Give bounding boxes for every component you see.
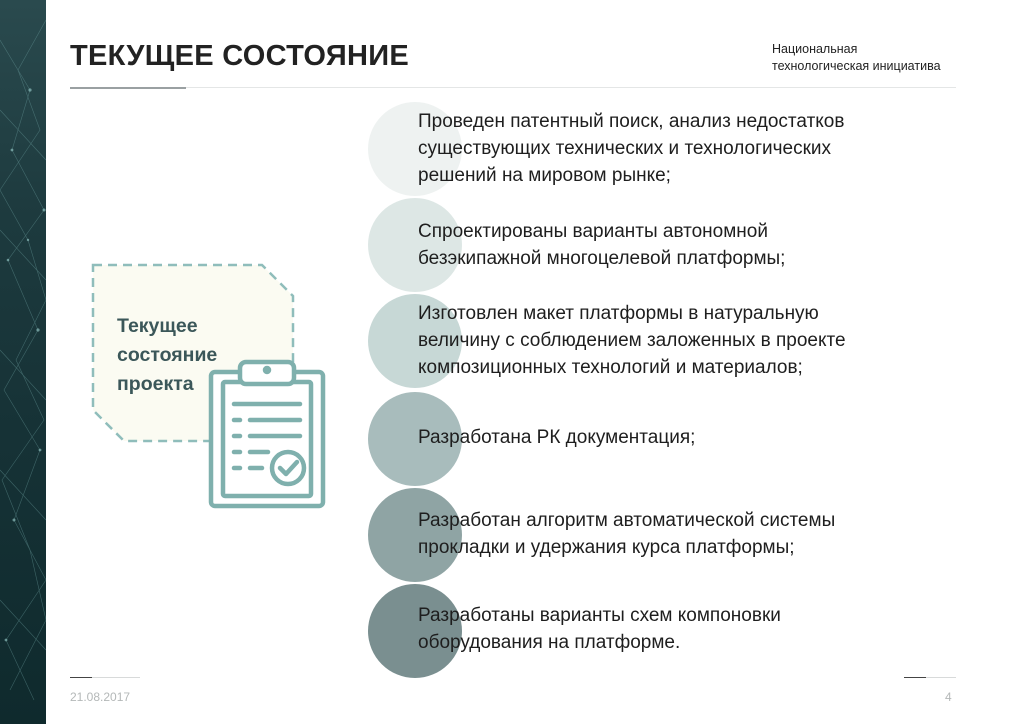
note-label: Текущее состояние проекта xyxy=(117,312,217,399)
title-underline xyxy=(70,87,186,89)
status-circle xyxy=(368,584,462,678)
status-item-line: решений на мировом рынке; xyxy=(418,165,671,186)
status-item-text: Проведен патентный поиск, анализ недоста… xyxy=(418,108,958,189)
status-item-line: Разработана РК документация; xyxy=(418,427,696,448)
page-title: ТЕКУЩЕЕ СОСТОЯНИЕ xyxy=(70,40,410,72)
status-circle xyxy=(368,488,462,582)
footer-date: 21.08.2017 xyxy=(70,690,131,704)
org-line-2: технологическая инициатива xyxy=(772,59,941,73)
status-item-text: Разработаны варианты схем компоновки обор… xyxy=(418,602,958,656)
page-number: 4 xyxy=(945,690,952,704)
note-line-3: проекта xyxy=(117,373,194,395)
footer-rule-right-light xyxy=(926,677,956,678)
footer-rule-left xyxy=(70,677,92,678)
status-item-text: Разработана РК документация; xyxy=(418,424,958,451)
status-circle xyxy=(368,294,462,388)
status-item-line: безэкипажной многоцелевой платформы; xyxy=(418,248,786,269)
status-circle xyxy=(368,102,462,196)
status-item-line: Проведен патентный поиск, анализ недоста… xyxy=(418,111,845,132)
status-item-line: композиционных технологий и материалов; xyxy=(418,357,803,378)
status-circle xyxy=(368,392,462,486)
status-item-line: Спроектированы варианты автономной xyxy=(418,221,768,242)
footer-rule-right xyxy=(904,677,926,678)
status-item-text: Спроектированы варианты автономной безэки… xyxy=(418,218,958,272)
header-divider xyxy=(186,87,956,88)
status-item-line: Изготовлен макет платформы в натуральную xyxy=(418,303,819,324)
status-item-text: Изготовлен макет платформы в натуральную… xyxy=(418,300,958,381)
status-item-line: Разработаны варианты схем компоновки xyxy=(418,605,781,626)
status-item-line: прокладки и удержания курса платформы; xyxy=(418,537,795,558)
status-item-text: Разработан алгоритм автоматической систе… xyxy=(418,507,958,561)
status-item-line: Разработан алгоритм автоматической систе… xyxy=(418,510,836,531)
status-item-line: существующих технических и технологическ… xyxy=(418,138,832,159)
status-item-line: оборудования на платформе. xyxy=(418,632,681,653)
clipboard-checklist-icon xyxy=(208,359,326,509)
org-line-1: Национальная xyxy=(772,42,858,56)
status-item-line: величину с соблюдением заложенных в прое… xyxy=(418,330,846,351)
footer-rule-left-light xyxy=(92,677,140,678)
note-line-2: состояние xyxy=(117,344,218,366)
decorative-side-strip xyxy=(0,0,46,724)
organization-label: Национальная технологическая инициатива xyxy=(772,41,941,75)
note-line-1: Текущее xyxy=(117,315,198,337)
status-circle xyxy=(368,198,462,292)
